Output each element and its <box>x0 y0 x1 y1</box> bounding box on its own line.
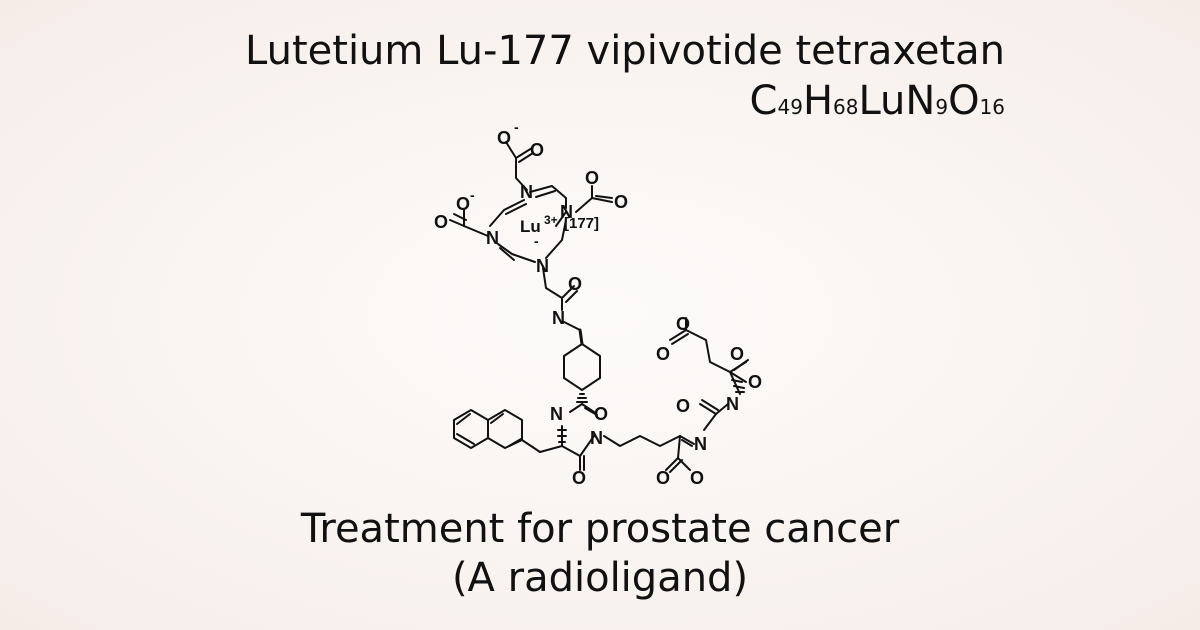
formula-element-c: C <box>749 78 778 124</box>
formula-count-c: 49 <box>777 95 803 119</box>
formula-count-n: 9 <box>935 95 949 119</box>
atom-o-glu-2: O <box>748 372 762 392</box>
atom-n-right: N <box>560 202 573 222</box>
isotope-label: [177] <box>564 215 599 232</box>
atom-o-lys-2: O <box>690 468 704 488</box>
atom-n-urea-1: N <box>694 434 707 454</box>
formula-count-h: 68 <box>833 95 859 119</box>
bond-lines <box>449 141 749 473</box>
atom-n-amide-1: N <box>552 308 565 328</box>
atom-n-bottom: N <box>536 256 549 276</box>
caption-indication: Treatment for prostate cancer <box>300 506 900 552</box>
charge-minus-top: - <box>514 119 519 135</box>
atom-o-lys-1: O <box>656 468 670 488</box>
caption-drug-class: (A radioligand) <box>451 555 749 601</box>
molecular-formula: C49H68LuN9O16 <box>750 78 1005 130</box>
atom-o-urea: O <box>676 396 690 416</box>
atom-o-top-minus: O <box>497 128 511 148</box>
atom-o-right-1: O <box>585 168 599 188</box>
charge-minus-left: - <box>470 187 475 203</box>
atom-n-top: N <box>520 182 533 202</box>
atom-o-glu-1: O <box>730 344 744 364</box>
atom-labels: O - O N O O N O - O N N Lu 3+ [177] - O … <box>434 119 762 488</box>
atom-n-tertiary: N <box>590 428 603 448</box>
atom-o-right-2: O <box>614 192 628 212</box>
atom-o-glu-4: O <box>656 344 670 364</box>
atom-o-amide-1: O <box>568 274 582 294</box>
compound-name: Lutetium Lu-177 vipivotide tetraxetan <box>245 28 1005 74</box>
atom-n-urea-2: N <box>726 394 739 414</box>
formula-element-o: O <box>948 78 980 124</box>
atom-o-left-2: O <box>434 212 448 232</box>
formula-element-lun: LuN <box>858 78 936 124</box>
formula-count-o: 16 <box>979 95 1005 119</box>
atom-o-amide-3: O <box>572 468 586 488</box>
atom-o-top: O <box>530 140 544 160</box>
atom-o-left-1: O <box>456 194 470 214</box>
atom-n-amide-2: N <box>550 404 563 424</box>
atom-o-amide-2: O <box>594 404 608 424</box>
atom-n-left: N <box>486 228 499 248</box>
formula-element-h: H <box>802 78 834 124</box>
charge-minus-center: - <box>534 233 539 249</box>
lutetium-charge: 3+ <box>544 213 558 227</box>
lutetium-ion: Lu <box>520 217 541 236</box>
atom-o-glu-3: O <box>676 314 690 334</box>
